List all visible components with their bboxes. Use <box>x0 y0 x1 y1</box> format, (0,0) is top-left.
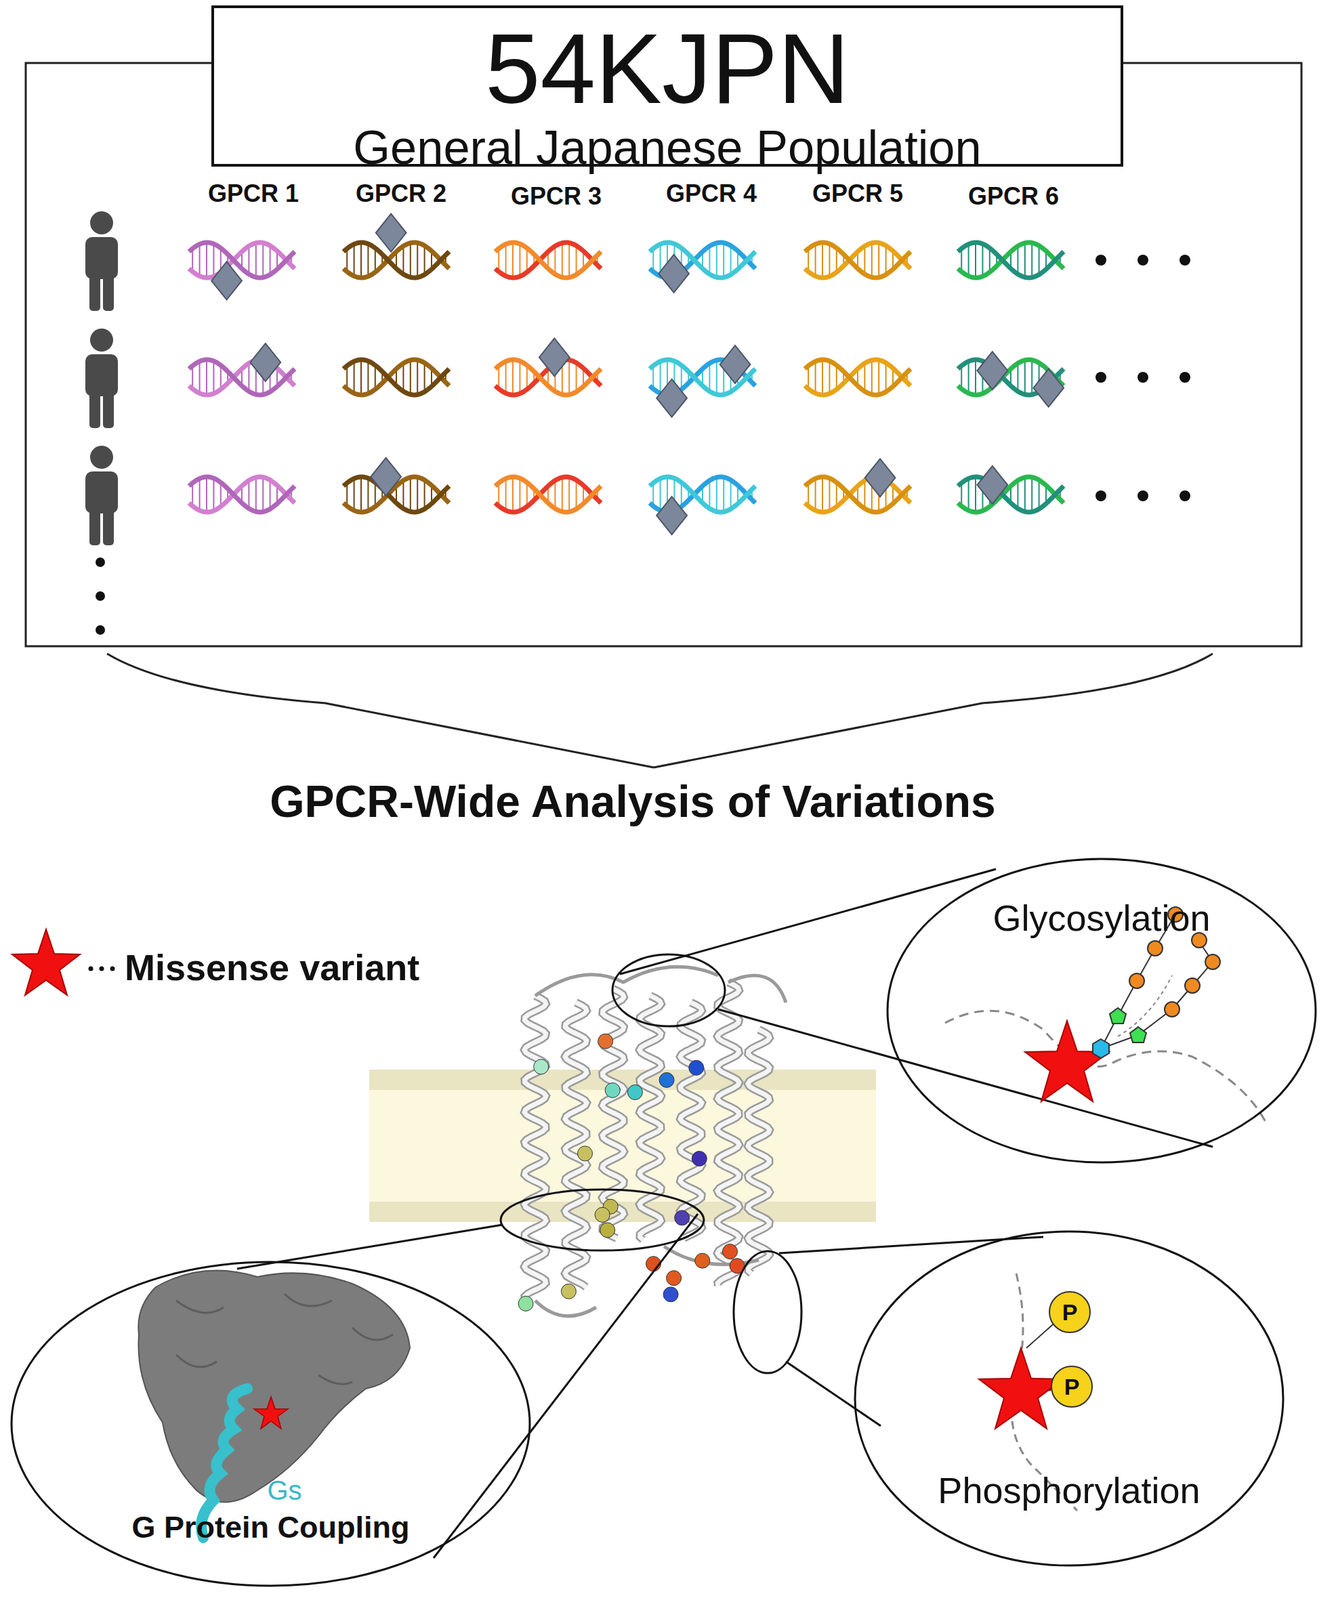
phosphate-label: P <box>1062 1300 1078 1324</box>
legend-text: Missense variant <box>124 949 420 986</box>
legend-star <box>12 929 80 996</box>
ellipsis-dots <box>95 254 1191 635</box>
heading: GPCR-Wide Analysis of Variations <box>269 779 996 824</box>
detail-ellipse: Glycosylation <box>886 857 1318 1164</box>
detail-ellipse: Phosphorylation <box>853 1230 1285 1568</box>
gpcr-structure <box>518 966 786 1317</box>
variant-diamonds <box>211 214 1064 535</box>
gene-label: GPCR 3 <box>510 184 602 209</box>
phosphate-label: P <box>1064 1375 1080 1399</box>
g-protein-label: Gs <box>266 1476 302 1505</box>
legend-dots <box>88 966 116 972</box>
gene-label: GPCR 5 <box>812 181 904 206</box>
gene-label: GPCR 2 <box>355 181 447 206</box>
gene-label: GPCR 4 <box>665 181 757 206</box>
dna-helices <box>189 242 1064 513</box>
detail-ellipse: G Protein Coupling <box>10 1260 532 1588</box>
title-text: 54KJPN <box>211 14 1124 122</box>
node-label: General Japanese Population <box>211 121 1124 174</box>
gene-label: GPCR 1 <box>207 181 299 206</box>
person-icons <box>85 211 118 546</box>
gene-label: GPCR 6 <box>968 184 1059 209</box>
brace <box>107 653 1213 768</box>
g-protein-detail <box>138 1270 410 1538</box>
node-outline <box>853 1230 1285 1568</box>
node-label: Phosphorylation <box>853 1470 1285 1511</box>
node-label: Glycosylation <box>886 898 1318 938</box>
node-label: G Protein Coupling <box>10 1511 532 1545</box>
title-box: 54KJPNGeneral Japanese Population <box>211 5 1124 167</box>
glycosylation-detail <box>945 907 1267 1125</box>
